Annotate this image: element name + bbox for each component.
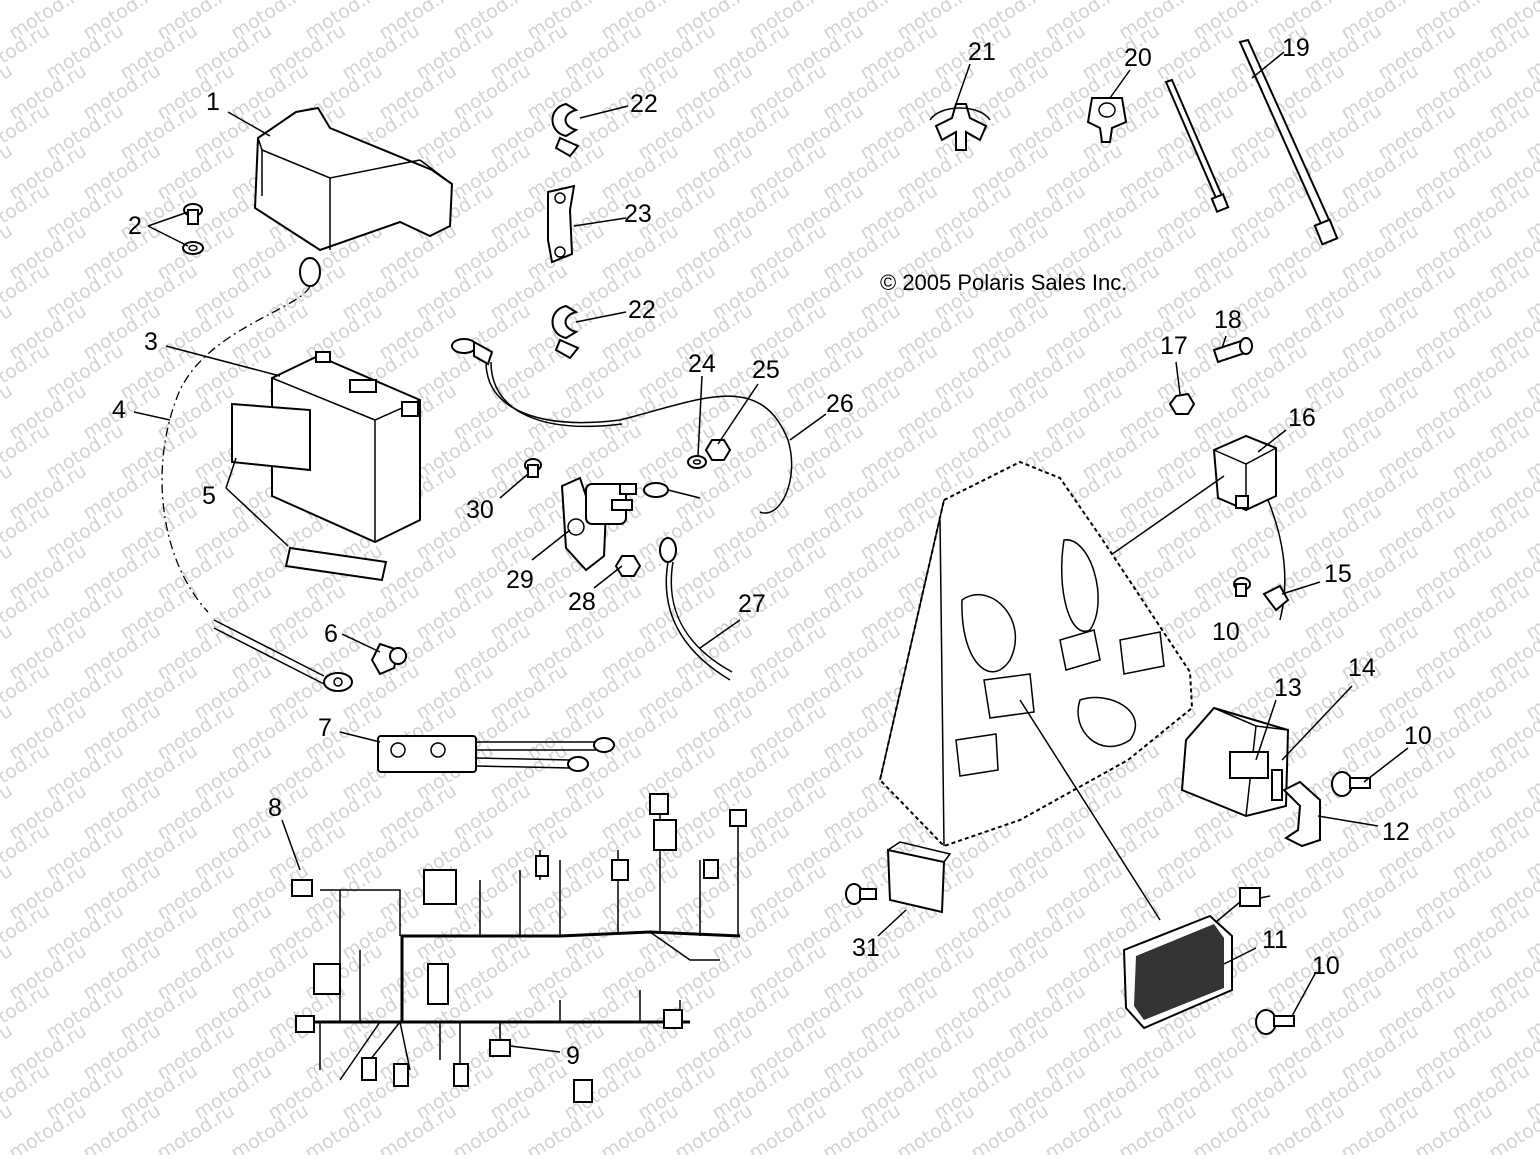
part-2-screw-washer[interactable] bbox=[182, 203, 204, 255]
part-18-bolt[interactable] bbox=[1212, 337, 1253, 364]
callout-24: 24 bbox=[688, 350, 716, 378]
part-10-bolt-right[interactable] bbox=[1331, 771, 1371, 797]
callout-27: 27 bbox=[738, 590, 766, 618]
part-23-link[interactable] bbox=[547, 184, 576, 264]
callout-3: 3 bbox=[144, 328, 158, 356]
part-4-vent-tube[interactable] bbox=[161, 257, 321, 613]
battery-ground-cable[interactable] bbox=[213, 619, 353, 692]
callout-19: 19 bbox=[1282, 34, 1310, 62]
part-12-bracket[interactable] bbox=[1282, 780, 1321, 848]
callout-18: 18 bbox=[1214, 306, 1242, 334]
part-13-14-cdi-module[interactable] bbox=[1180, 706, 1290, 818]
part-15-clip[interactable] bbox=[1262, 584, 1290, 612]
callout-10-c: 10 bbox=[1312, 952, 1340, 980]
callout-labels: 1 2 3 4 5 6 7 8 9 10 10 10 11 12 13 14 1… bbox=[112, 34, 1432, 1070]
part-28-nut[interactable] bbox=[614, 555, 642, 577]
copyright-notice: © 2005 Polaris Sales Inc. bbox=[880, 270, 1127, 295]
callout-21: 21 bbox=[968, 38, 996, 66]
callout-17: 17 bbox=[1160, 332, 1188, 360]
part-3-battery[interactable] bbox=[271, 351, 421, 544]
callout-4: 4 bbox=[112, 396, 126, 424]
part-26-cable[interactable] bbox=[451, 338, 793, 514]
part-27-cable[interactable] bbox=[659, 537, 733, 681]
callout-10-b: 10 bbox=[1404, 722, 1432, 750]
starter-cable-end[interactable] bbox=[643, 482, 701, 499]
part-21-push-clip[interactable] bbox=[929, 103, 991, 151]
part-19-cable-tie-long[interactable] bbox=[1238, 38, 1339, 246]
part-24-washer[interactable] bbox=[687, 455, 707, 469]
callout-28: 28 bbox=[568, 588, 596, 616]
callout-11: 11 bbox=[1262, 926, 1288, 954]
part-5-battery-labels[interactable] bbox=[231, 402, 388, 582]
part-29-starter-solenoid[interactable] bbox=[560, 476, 637, 572]
callout-9: 9 bbox=[566, 1042, 580, 1070]
part-8-9-wiring-harness[interactable] bbox=[291, 793, 747, 1103]
callout-16: 16 bbox=[1288, 404, 1316, 432]
callout-15: 15 bbox=[1324, 560, 1352, 588]
callout-2: 2 bbox=[128, 212, 142, 240]
part-20-wire-clip[interactable] bbox=[1086, 97, 1128, 143]
callout-8: 8 bbox=[268, 794, 282, 822]
part-7-cable-bracket[interactable] bbox=[377, 735, 615, 773]
callout-14: 14 bbox=[1348, 654, 1376, 682]
callout-22-a: 22 bbox=[630, 90, 658, 118]
callout-23: 23 bbox=[624, 200, 652, 228]
part-10-bolt-upper[interactable] bbox=[1233, 577, 1251, 597]
callout-13: 13 bbox=[1274, 674, 1302, 702]
frame-mount-plate[interactable] bbox=[878, 460, 1194, 921]
callout-10-a: 10 bbox=[1212, 618, 1240, 646]
callout-6: 6 bbox=[324, 620, 338, 648]
part-10-bolt-lower[interactable] bbox=[1255, 1009, 1295, 1035]
part-25-nut[interactable] bbox=[704, 439, 732, 461]
part-31-rectifier[interactable] bbox=[886, 841, 952, 914]
part-31-screw[interactable] bbox=[845, 883, 877, 905]
callout-20: 20 bbox=[1124, 44, 1152, 72]
callout-7: 7 bbox=[318, 714, 332, 742]
part-22-clip-upper[interactable] bbox=[551, 102, 580, 158]
callout-12: 12 bbox=[1382, 818, 1410, 846]
leader-lines bbox=[133, 51, 1409, 1053]
callout-29: 29 bbox=[506, 566, 534, 594]
part-1-battery-cover[interactable] bbox=[253, 106, 454, 252]
callout-31: 31 bbox=[852, 934, 880, 962]
callout-26: 26 bbox=[826, 390, 854, 418]
part-16-relay[interactable] bbox=[1097, 434, 1286, 621]
callout-5: 5 bbox=[202, 482, 216, 510]
part-30-bolt[interactable] bbox=[524, 458, 542, 478]
callout-25: 25 bbox=[752, 356, 780, 384]
callout-1: 1 bbox=[206, 88, 220, 116]
part-22-clip-lower[interactable] bbox=[551, 304, 580, 360]
part-19-cable-tie-short[interactable] bbox=[1164, 78, 1230, 214]
callout-22-b: 22 bbox=[628, 296, 656, 324]
part-11-voltage-regulator[interactable] bbox=[1122, 887, 1271, 1030]
part-17-nut[interactable] bbox=[1168, 392, 1196, 415]
callout-30: 30 bbox=[466, 496, 494, 524]
